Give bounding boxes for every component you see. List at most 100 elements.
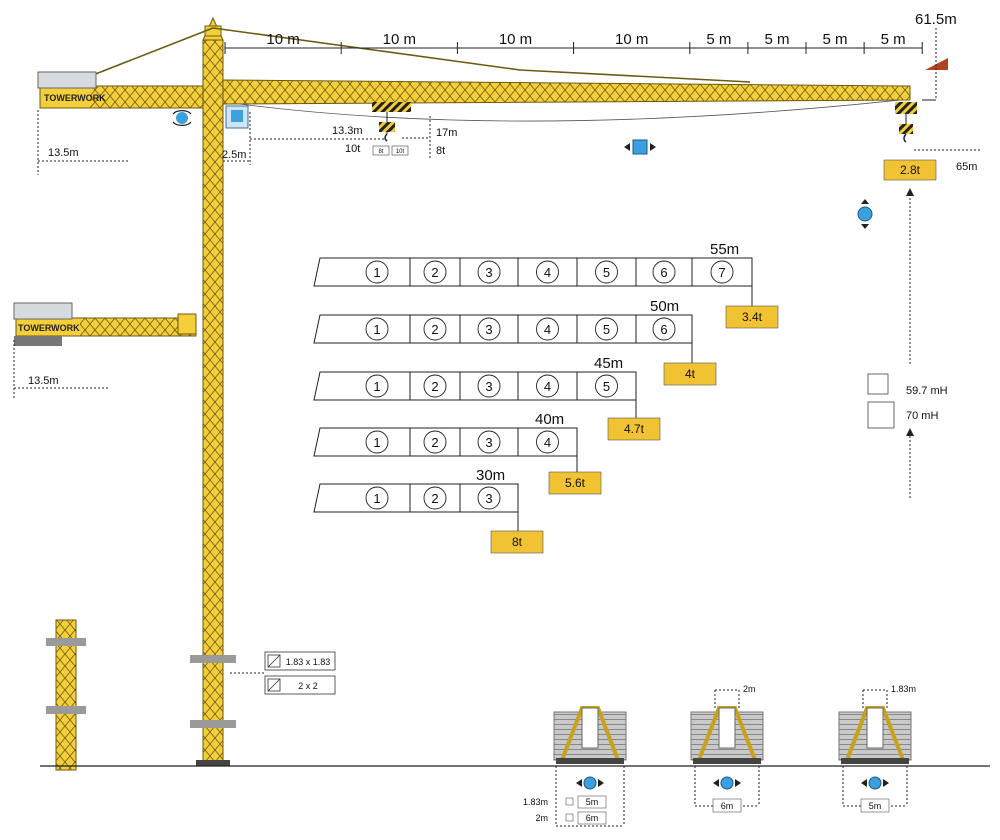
section-marker bbox=[710, 260, 734, 284]
section-marker bbox=[595, 317, 618, 341]
base-section-icon bbox=[565, 797, 574, 806]
brand-label-top: TOWERWORK bbox=[44, 93, 106, 103]
tip-trolley bbox=[895, 102, 917, 143]
load-box bbox=[663, 362, 717, 386]
section-number: 1 bbox=[373, 265, 380, 280]
section-marker bbox=[477, 317, 501, 341]
base-section-label: 2m bbox=[535, 813, 548, 823]
main-jib bbox=[222, 79, 911, 122]
base-width-value: 6m bbox=[721, 801, 734, 811]
load-value: 4t bbox=[685, 367, 696, 381]
section-marker bbox=[595, 374, 618, 398]
brand-label-lower: TOWERWORK bbox=[18, 323, 80, 333]
hoist-icon bbox=[857, 199, 873, 229]
mast-section-label: 2 x 2 bbox=[298, 681, 318, 691]
radius-label: 55m bbox=[710, 241, 739, 258]
trolley-load-8t: 8t bbox=[436, 145, 445, 157]
mast-section-label: 1.83 x 1.83 bbox=[286, 657, 331, 667]
section-number: 3 bbox=[485, 379, 492, 394]
jib-segment-label: 5 m bbox=[764, 31, 789, 48]
section-number: 1 bbox=[373, 322, 380, 337]
max-radius-label: 61.5m bbox=[915, 11, 957, 28]
base-option bbox=[838, 706, 912, 790]
base-top-width: 2m bbox=[743, 684, 756, 694]
section-number: 3 bbox=[485, 322, 492, 337]
radius-label: 50m bbox=[650, 298, 679, 315]
base-width-value: 6m bbox=[586, 813, 599, 823]
base-width-box bbox=[577, 811, 607, 825]
section-number: 2 bbox=[431, 322, 438, 337]
travel-icon bbox=[713, 776, 741, 790]
section-marker bbox=[652, 317, 676, 341]
counter-jib-radius-top: 13.5m bbox=[48, 147, 79, 159]
base-mast-stub bbox=[718, 707, 736, 749]
jib-segment-label: 10 m bbox=[383, 31, 416, 48]
section-marker bbox=[365, 260, 389, 284]
load-box bbox=[548, 471, 602, 495]
jib-configuration bbox=[313, 314, 693, 344]
section-number: 1 bbox=[373, 435, 380, 450]
mast-section-row bbox=[264, 675, 336, 695]
tower-mast bbox=[202, 39, 224, 766]
jib-segment-label: 10 m bbox=[499, 31, 532, 48]
base-pad bbox=[556, 758, 624, 764]
counter-jib-radius-lower: 13.5m bbox=[28, 375, 59, 387]
section-marker bbox=[477, 486, 501, 510]
section-number: 4 bbox=[544, 379, 551, 394]
base-width-box bbox=[860, 798, 890, 813]
jib-tie-bars bbox=[92, 27, 751, 83]
section-marker bbox=[595, 260, 618, 284]
trolley-tag-a: 8t bbox=[378, 149, 383, 155]
trolley-radius-8t: 17m bbox=[436, 127, 457, 139]
counter-jib bbox=[37, 71, 204, 109]
section-marker bbox=[365, 430, 389, 454]
section-number: 7 bbox=[718, 265, 725, 280]
section-number: 4 bbox=[544, 435, 551, 450]
jib-configuration bbox=[313, 427, 578, 457]
mast-section-standalone bbox=[46, 619, 86, 771]
jib-segment-label: 10 m bbox=[266, 31, 299, 48]
section-number: 3 bbox=[485, 435, 492, 450]
travel-icon bbox=[576, 776, 604, 790]
section-marker bbox=[477, 430, 501, 454]
trolley-8t bbox=[397, 102, 411, 112]
secondary-counter-jib bbox=[13, 302, 197, 346]
base-mast-stub bbox=[581, 707, 599, 749]
height-swatch bbox=[867, 373, 889, 395]
load-value: 8t bbox=[512, 535, 523, 549]
trolley-radius-10t: 13.3m bbox=[332, 125, 363, 137]
alt-radius-label: 65m bbox=[956, 161, 977, 173]
tip-load-box: 2.8t bbox=[883, 159, 937, 181]
section-marker bbox=[423, 374, 447, 398]
base-section-icon bbox=[565, 813, 574, 822]
base-width-box bbox=[712, 798, 742, 813]
section-number: 2 bbox=[431, 435, 438, 450]
base-section-label: 1.83m bbox=[523, 797, 548, 807]
base-pad bbox=[693, 758, 761, 764]
operator-cab bbox=[225, 105, 249, 129]
base-pad bbox=[841, 758, 909, 764]
trolley-10t bbox=[372, 102, 402, 142]
section-marker bbox=[536, 317, 559, 341]
mast-offset-label: 2.5m bbox=[222, 149, 246, 161]
section-marker bbox=[536, 374, 559, 398]
load-value: 3.4t bbox=[742, 310, 763, 324]
section-number: 2 bbox=[431, 379, 438, 394]
jib-segment-label: 10 m bbox=[615, 31, 648, 48]
section-number: 3 bbox=[485, 491, 492, 506]
section-marker bbox=[365, 317, 389, 341]
section-number: 5 bbox=[603, 379, 610, 394]
section-marker bbox=[423, 260, 447, 284]
load-value: 4.7t bbox=[624, 422, 645, 436]
trolley-tag-b: 10t bbox=[396, 149, 405, 155]
section-number: 5 bbox=[603, 265, 610, 280]
main-mast-base bbox=[190, 655, 236, 766]
jib-segment-label: 5 m bbox=[823, 31, 848, 48]
